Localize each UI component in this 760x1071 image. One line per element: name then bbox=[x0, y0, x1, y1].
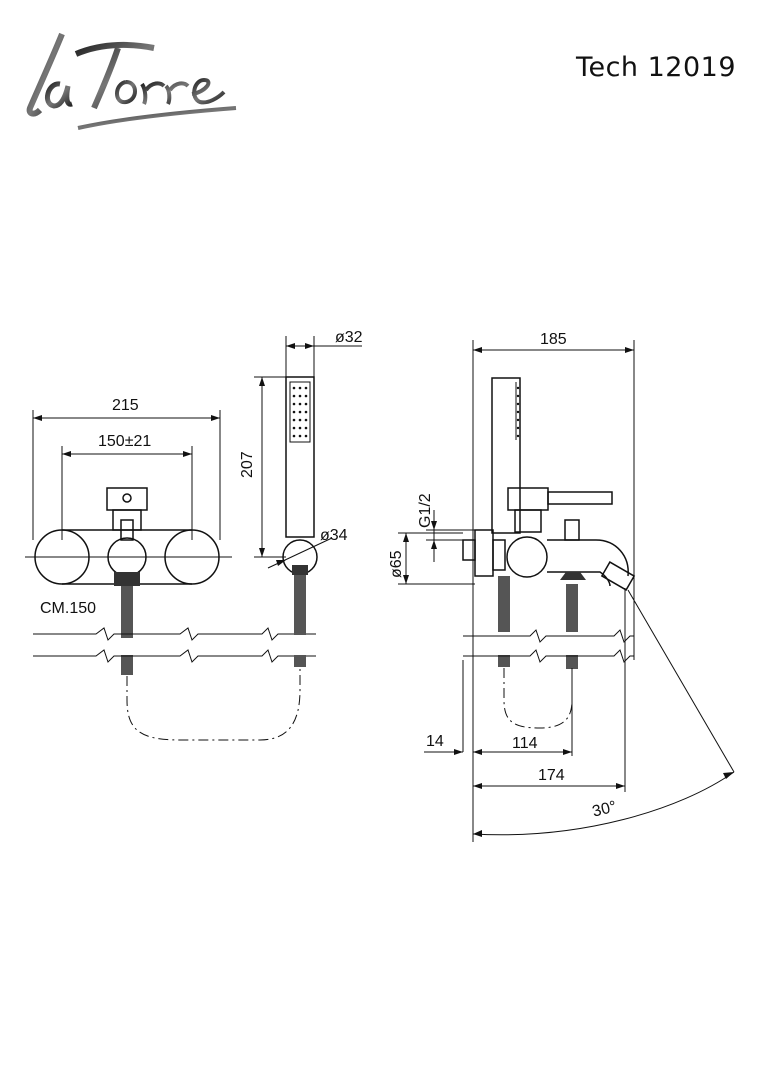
dim-handshower-length: 207 bbox=[239, 451, 256, 478]
latorre-logo: laTorre bbox=[26, 32, 237, 130]
dim-front-centers: 150±21 bbox=[98, 433, 151, 450]
model-title: Tech 12019 bbox=[576, 52, 736, 83]
dim-side-depth: 185 bbox=[540, 331, 567, 348]
dim-handshower-diameter: ø32 bbox=[335, 329, 363, 346]
dim-flange-diameter: ø65 bbox=[388, 550, 405, 578]
side-view: 185 bbox=[388, 331, 735, 842]
dim-spout-outer: 174 bbox=[538, 767, 565, 784]
front-view: 215 150±21 bbox=[25, 397, 316, 741]
handshower-view: ø32 207 ø34 bbox=[239, 329, 363, 667]
dim-spout-inner: 114 bbox=[512, 735, 538, 752]
dim-front-width: 215 bbox=[112, 397, 139, 414]
dim-wall-offset: 14 bbox=[426, 733, 444, 750]
dim-hose-length: CM.150 bbox=[40, 600, 96, 617]
dim-holder-diameter: ø34 bbox=[320, 527, 348, 544]
dim-angle: 30° bbox=[591, 798, 619, 820]
dim-thread: G1/2 bbox=[417, 493, 434, 528]
